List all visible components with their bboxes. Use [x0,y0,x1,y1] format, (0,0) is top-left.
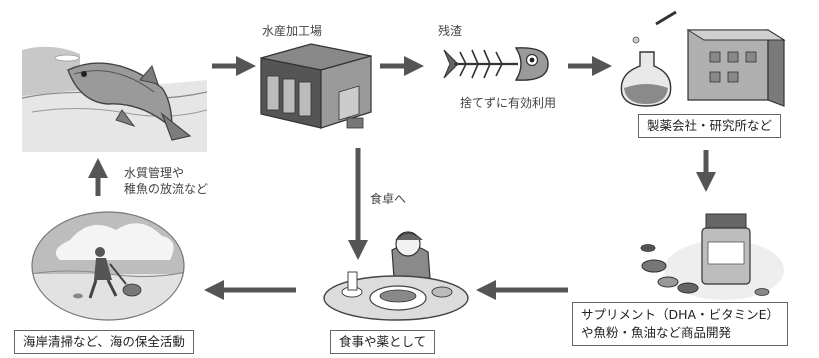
residue-label: 残渣 [438,24,463,38]
water-note-line-1: 水質管理や [124,166,185,180]
pharma-box: 製薬会社・研究所など [638,114,782,138]
fish-bone-icon [443,47,549,81]
meal-box: 食事や薬として [330,330,436,354]
residue-note: 捨てずに有効利用 [460,96,557,110]
supplement-line-1: サプリメント（DHA・ビタミンE） [581,307,779,322]
supplement-illustration [640,213,784,300]
sea-fish-illustration [22,46,207,152]
factory-illustration [260,43,372,129]
supplement-line-2: や魚粉・魚油など商品開発 [581,325,732,340]
lab-building-illustration [620,10,786,107]
supplement-box: サプリメント（DHA・ビタミンE） や魚粉・魚油など商品開発 [572,302,788,346]
beach-cleanup-illustration [31,211,185,321]
factory-label: 水産加工場 [262,24,323,38]
table-label: 食卓へ [370,192,407,206]
meal-illustration [323,231,469,321]
beach-box: 海岸清掃など、海の保全活動 [14,330,194,354]
water-note-line-2: 稚魚の放流など [124,182,209,196]
